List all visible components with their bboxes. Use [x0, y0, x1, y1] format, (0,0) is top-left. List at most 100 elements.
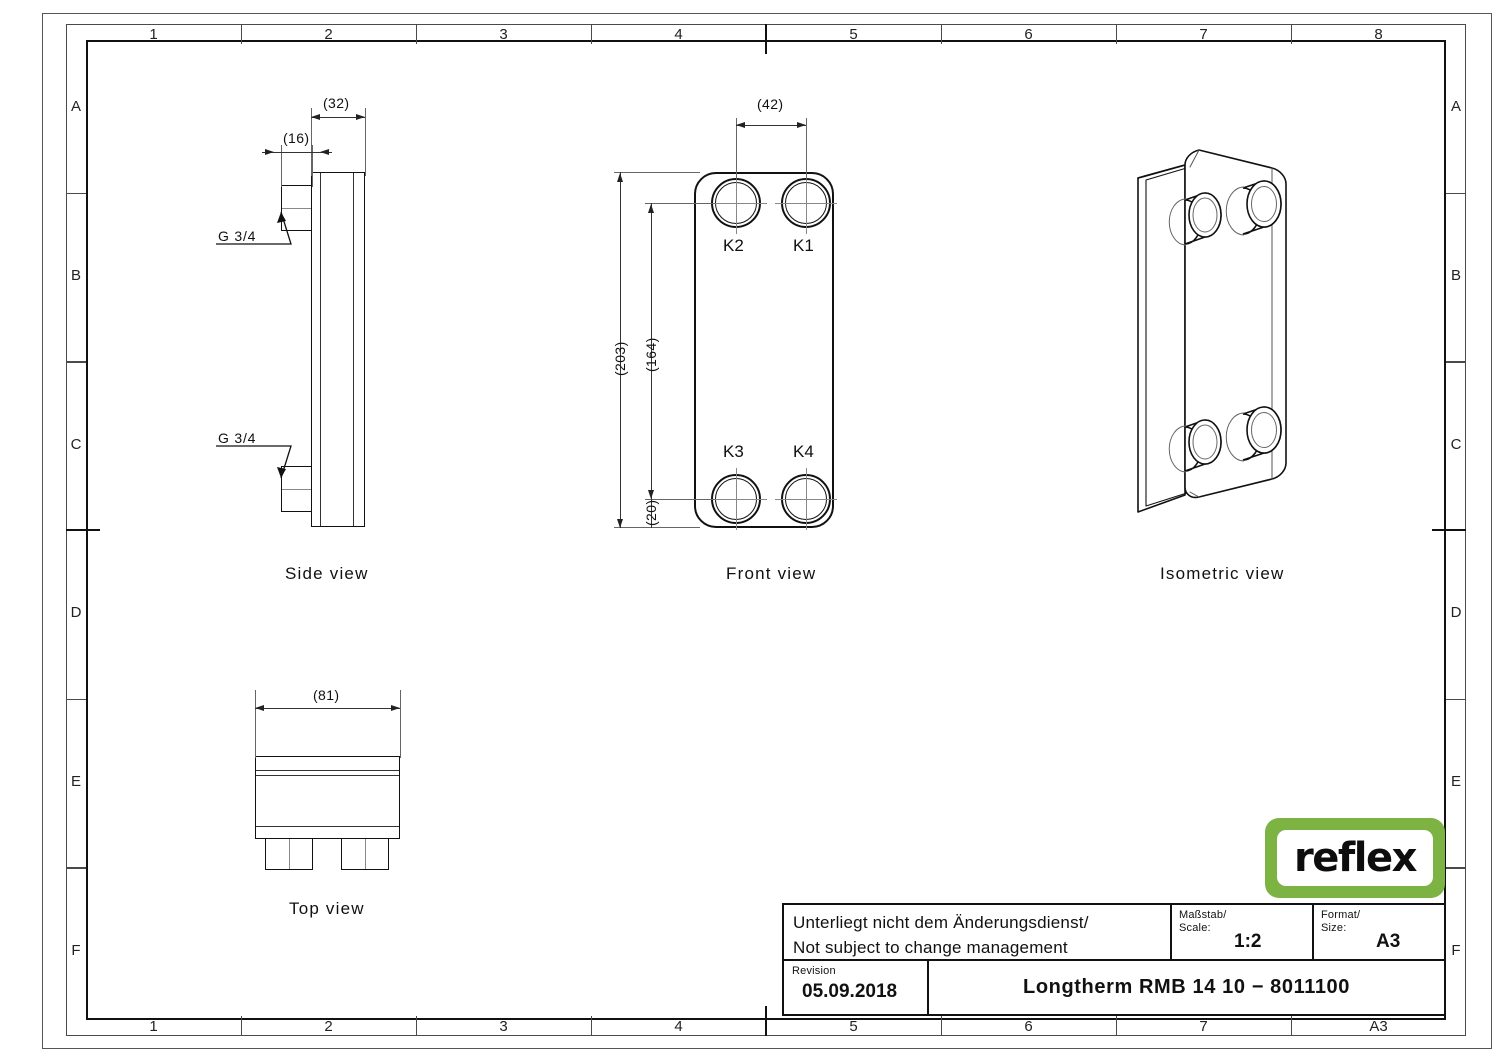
zone-col-tick-bottom-5	[941, 1016, 943, 1036]
top-dim81-arrow-left	[255, 705, 264, 711]
zone-row-tick-left-4	[66, 698, 86, 700]
zone-label-top-6: 6	[1024, 26, 1033, 43]
revision-caption: Revision	[792, 965, 836, 977]
zone-col-tick-top-7	[1291, 24, 1293, 44]
zone-label-left-D: D	[70, 604, 82, 622]
zone-label-bottom-4: 4	[674, 1018, 683, 1035]
front-port-label-K3: K3	[723, 442, 744, 461]
zone-col-tick-top-5	[941, 24, 943, 44]
side-dim32-line	[311, 117, 365, 118]
zone-label-left-C: C	[70, 435, 82, 453]
part-title: Longtherm RMB 14 10 − 8011100	[1023, 976, 1350, 998]
zone-label-top-1: 1	[149, 26, 158, 43]
zone-col-tick-bottom-6	[1116, 1016, 1118, 1036]
reflex-logo-inner: reflex	[1277, 830, 1433, 886]
zone-label-top-7: 7	[1199, 26, 1208, 43]
zone-label-bottom-2: 2	[324, 1018, 333, 1035]
front-dim164-arrow-top	[648, 204, 654, 213]
top-dim81-text: (81)	[313, 687, 340, 703]
zone-row-tick-right-4	[1446, 698, 1466, 700]
zone-label-left-B: B	[70, 267, 81, 284]
front-dim42-ext-left	[735, 118, 737, 180]
front-K4-crosshair-v	[805, 468, 807, 530]
side-thread-upper-text: G 3/4	[218, 228, 257, 244]
front-dim42-arrow-right	[797, 122, 806, 128]
side-dim32-arrow-right	[356, 114, 365, 120]
front-dim42-line	[736, 125, 806, 126]
center-tick-left	[66, 529, 100, 532]
side-dim16-text: (16)	[283, 130, 310, 146]
reflex-logo-text: reflex	[1294, 835, 1417, 881]
side-dim16-ext-right	[312, 145, 313, 187]
zone-col-tick-bottom-1	[241, 1016, 243, 1036]
front-dim164-arrow-bottom	[648, 490, 654, 499]
zone-col-tick-bottom-3	[591, 1016, 593, 1036]
title-block-revision-cell: Revision 05.09.2018	[784, 961, 929, 1014]
front-view-plate-outline	[694, 172, 834, 528]
zone-col-tick-top-6	[1116, 24, 1118, 44]
format-caption-line-2: Size:	[1321, 921, 1347, 934]
zone-row-tick-left-2	[66, 361, 86, 363]
zone-label-top-8: 8	[1374, 26, 1383, 43]
zone-label-bottom-6: 6	[1024, 1018, 1033, 1035]
front-dim20-text: (20)	[643, 499, 659, 527]
top-view-inner-line-2	[256, 775, 399, 777]
zone-col-tick-top-2	[416, 24, 418, 44]
zone-label-left-E: E	[70, 773, 81, 790]
front-dim42-ext-right	[805, 118, 807, 180]
sheet-outer-border	[42, 13, 1492, 1049]
top-view-inner-line-1	[256, 770, 399, 772]
zone-label-left-F: F	[71, 941, 81, 959]
zone-label-right-C: C	[1450, 435, 1462, 453]
zone-label-bottom-5: 5	[849, 1018, 858, 1035]
side-view-lower-port-centerline	[282, 489, 311, 490]
side-dim16-arrow-inL	[265, 149, 274, 155]
zone-label-top-3: 3	[499, 26, 508, 43]
reflex-logo: reflex	[1265, 818, 1445, 898]
title-block-part-title-cell: Longtherm RMB 14 10 − 8011100	[929, 961, 1444, 1014]
front-dim203-arrow-top	[617, 173, 623, 182]
zone-row-tick-left-5	[66, 867, 86, 869]
top-view-port-left-centerline	[289, 839, 290, 869]
front-dim203-text: (203)	[612, 341, 628, 376]
zone-row-tick-right-5	[1446, 867, 1466, 869]
center-tick-bottom	[765, 1006, 768, 1036]
revision-value: 05.09.2018	[802, 980, 898, 1002]
center-tick-right	[1432, 529, 1466, 532]
front-dim164-text: (164)	[643, 337, 659, 372]
zone-col-tick-bottom-2	[416, 1016, 418, 1036]
scale-caption-line-2: Scale:	[1179, 921, 1211, 934]
side-view-label: Side view	[285, 564, 369, 583]
side-view-plate-inner-line-2	[353, 173, 355, 526]
zone-row-tick-right-1	[1446, 192, 1466, 194]
front-dim20-line	[651, 499, 652, 528]
zone-col-tick-top-1	[241, 24, 243, 44]
top-dim81-ext-right	[400, 690, 401, 758]
zone-label-right-E: E	[1450, 773, 1461, 790]
note-line-2: Not subject to change management	[793, 937, 1068, 957]
top-view-inner-line-3	[256, 826, 399, 828]
front-dim164-ext-bottom	[645, 498, 715, 500]
side-dim32-text: (32)	[323, 95, 350, 111]
format-value: A3	[1376, 931, 1401, 952]
top-dim81-arrow-right	[391, 705, 400, 711]
format-caption-line-1: Format/	[1321, 909, 1361, 921]
center-tick-top	[765, 24, 768, 54]
side-view-upper-port-centerline	[282, 208, 311, 209]
front-view-label: Front view	[726, 564, 817, 583]
zone-label-right-A: A	[1450, 98, 1461, 116]
zone-label-bottom-7: 7	[1199, 1018, 1208, 1035]
zone-label-top-5: 5	[849, 26, 858, 43]
zone-label-bottom-3: 3	[499, 1018, 508, 1035]
isometric-view-label: Isometric view	[1160, 564, 1285, 583]
front-dim203-arrow-bottom	[617, 519, 623, 528]
side-dim32-ext-right	[365, 108, 366, 176]
front-port-label-K2: K2	[723, 236, 744, 255]
side-thread-lower-text: G 3/4	[218, 430, 257, 446]
side-dim16-ext-left	[281, 145, 282, 187]
front-dim164-line	[651, 203, 652, 499]
zone-label-bottom-1: 1	[149, 1018, 158, 1035]
zone-col-tick-bottom-7	[1291, 1016, 1293, 1036]
title-block-format-cell: Format/ Size: A3	[1314, 905, 1444, 961]
